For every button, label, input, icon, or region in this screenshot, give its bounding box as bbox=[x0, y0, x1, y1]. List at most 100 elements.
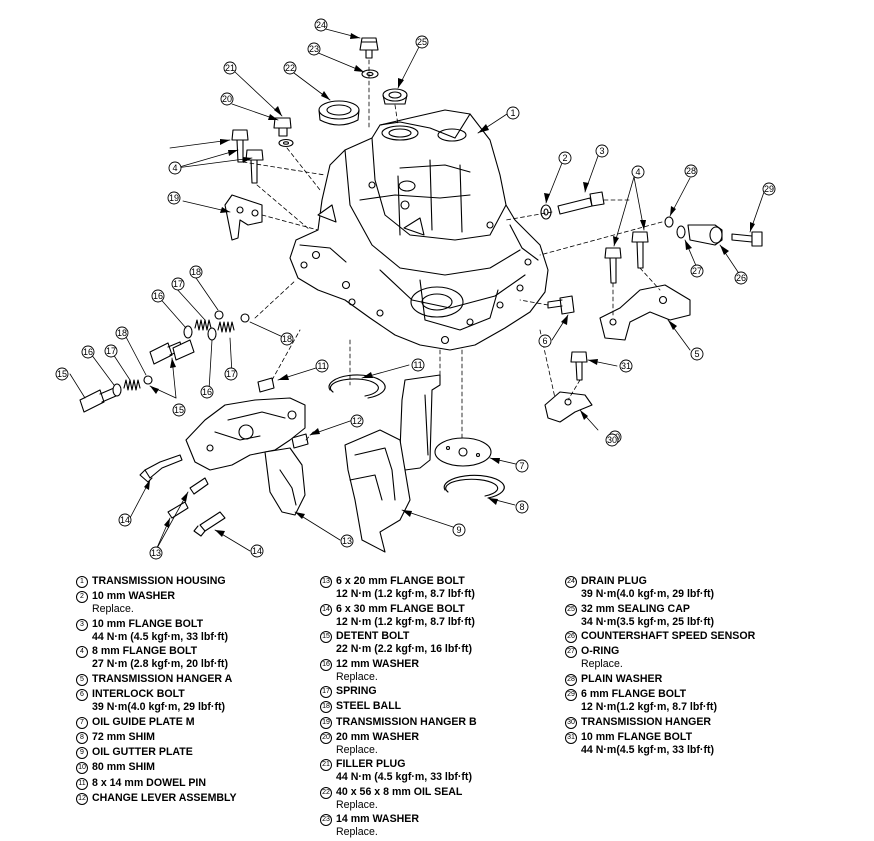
callout-3: 3 bbox=[595, 144, 609, 158]
legend-item-number: 28 bbox=[565, 673, 577, 686]
callout-26: 26 bbox=[734, 271, 748, 285]
callout-14: 14 bbox=[250, 544, 264, 558]
legend-item-title: 6 mm FLANGE BOLT bbox=[581, 688, 687, 701]
callout-number: 11 bbox=[317, 361, 326, 371]
callout-circle bbox=[558, 151, 572, 165]
callout-number: 21 bbox=[225, 63, 235, 73]
callout-14: 14 bbox=[118, 513, 132, 527]
callout-16: 16 bbox=[200, 385, 214, 399]
legend-item-title: 6 x 30 mm FLANGE BOLT bbox=[336, 602, 465, 615]
callout-number: 18 bbox=[282, 334, 292, 344]
callout-circle bbox=[619, 359, 633, 373]
legend-item-number: 10 bbox=[76, 762, 88, 775]
callout-11: 11 bbox=[315, 359, 329, 373]
legend-item-title: STEEL BALL bbox=[336, 700, 402, 713]
legend-item-number: 17 bbox=[320, 686, 332, 698]
legend-item-title: OIL GUTTER PLATE bbox=[92, 746, 193, 759]
callout-21: 21 bbox=[223, 61, 237, 75]
callout-number: 18 bbox=[191, 267, 201, 277]
legend-item-title: 40 x 56 x 8 mm OIL SEAL bbox=[336, 785, 463, 798]
callout-number: 17 bbox=[226, 369, 236, 379]
legend-item-number: 15 bbox=[320, 631, 332, 643]
callout-27: 27 bbox=[690, 264, 704, 278]
legend-item-number: 13 bbox=[320, 576, 332, 588]
legend-item-number: 5 bbox=[76, 673, 88, 686]
legend-item-title: O-RING bbox=[581, 645, 620, 658]
legend-item-title: 14 mm WASHER bbox=[336, 813, 420, 826]
callout-number: 16 bbox=[83, 347, 93, 357]
callout-circle bbox=[515, 500, 529, 514]
legend-item-number: 2 bbox=[76, 591, 88, 604]
callout-number: 23 bbox=[309, 44, 319, 54]
legend-item-title: 72 mm SHIM bbox=[92, 730, 155, 743]
callout-circle bbox=[280, 332, 294, 346]
callout-11: 11 bbox=[411, 358, 425, 372]
callout-number: 13 bbox=[342, 536, 352, 546]
callout-group: 1234456789101111121313141415151616161717… bbox=[55, 18, 776, 560]
legend-item-number: 23 bbox=[320, 814, 332, 827]
callout-number: 12 bbox=[352, 416, 362, 426]
callout-circle bbox=[283, 61, 297, 75]
callout-circle bbox=[200, 385, 214, 399]
legend-item-number: 6 bbox=[76, 689, 88, 702]
legend-item-row: 17 SPRING bbox=[320, 685, 477, 698]
legend-item-note: Replace. bbox=[336, 826, 378, 839]
callout-circle bbox=[315, 359, 329, 373]
callout-17: 17 bbox=[224, 367, 238, 381]
legend-item-note: Replace. bbox=[336, 743, 378, 756]
legend-item-number: 21 bbox=[320, 759, 332, 772]
callout-18: 18 bbox=[189, 265, 203, 279]
callout-number: 14 bbox=[120, 515, 130, 525]
legend-item-title: FILLER PLUG bbox=[336, 758, 406, 771]
callout-number: 30 bbox=[607, 435, 617, 445]
callout-circle bbox=[149, 546, 163, 560]
callout-circle bbox=[250, 544, 264, 558]
callout-circle bbox=[538, 334, 552, 348]
callout-circle bbox=[631, 165, 645, 179]
14mm-washer-part bbox=[361, 69, 379, 79]
callout-number: 20 bbox=[222, 94, 232, 104]
countershaft-speed-sensor-part bbox=[687, 224, 723, 246]
callout-circle bbox=[118, 513, 132, 527]
callout-number: 4 bbox=[635, 167, 640, 177]
callout-circle bbox=[307, 42, 321, 56]
legend-item-torque: 22 N·m (2.2 kgf·m, 16 lbf·ft) bbox=[336, 643, 472, 655]
callout-number: 16 bbox=[153, 291, 163, 301]
steel-ball-middle-part bbox=[214, 310, 250, 323]
callout-circle bbox=[452, 523, 466, 537]
legend-item-title: 20 mm WASHER bbox=[336, 730, 420, 743]
callout-15: 15 bbox=[172, 403, 186, 417]
legend-item-number: 14 bbox=[320, 603, 332, 616]
callout-number: 3 bbox=[599, 146, 604, 156]
arrow-heads bbox=[144, 33, 755, 537]
legend-item-title: TRANSMISSION HOUSING bbox=[92, 575, 226, 587]
callout-7: 7 bbox=[515, 459, 529, 473]
6x30-flange-bolt-left-part bbox=[139, 454, 183, 483]
6x20-flange-bolt-part bbox=[167, 477, 209, 519]
legend-item-title: SPRING bbox=[336, 685, 377, 697]
legend-item-torque: 39 N·m(4.0 kgf·m, 29 lbf·ft) bbox=[581, 588, 715, 600]
callout-24: 24 bbox=[314, 18, 328, 32]
callout-number: 7 bbox=[519, 461, 524, 471]
callout-number: 22 bbox=[285, 63, 295, 73]
callout-circle bbox=[684, 164, 698, 178]
callout-number: 17 bbox=[173, 279, 183, 289]
callout-15: 15 bbox=[55, 367, 69, 381]
